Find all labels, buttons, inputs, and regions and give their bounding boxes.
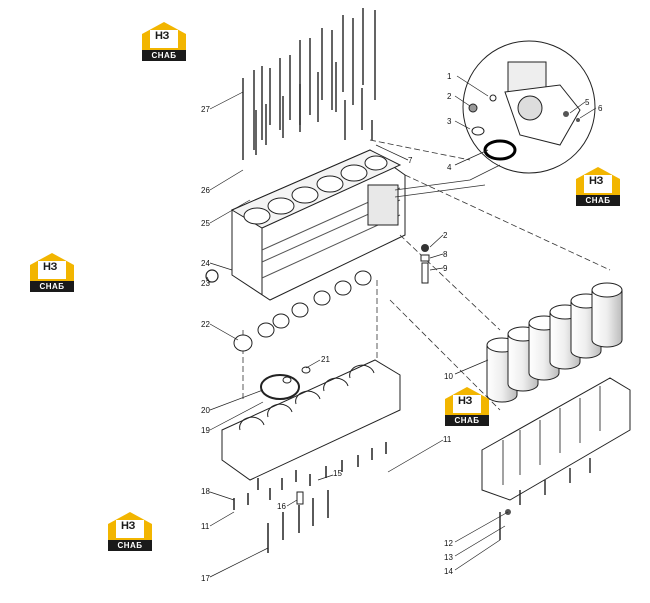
callout-14: 14 bbox=[444, 567, 453, 576]
callout-1: 1 bbox=[447, 72, 452, 81]
assembled-block bbox=[481, 377, 631, 540]
bearing-shells bbox=[233, 270, 372, 352]
watermark-logo: НЗ СНАБ bbox=[576, 167, 620, 207]
callout-26: 26 bbox=[201, 186, 210, 195]
callout-2: 2 bbox=[447, 92, 452, 101]
callout-2b: 2 bbox=[443, 231, 448, 240]
callout-23: 23 bbox=[201, 279, 210, 288]
rear-seal bbox=[205, 269, 219, 283]
callout-27: 27 bbox=[201, 105, 210, 114]
callout-19: 19 bbox=[201, 426, 210, 435]
oil-nozzle bbox=[420, 244, 430, 284]
house-logo-icon bbox=[30, 253, 74, 281]
watermark-logo: НЗ СНАБ bbox=[30, 253, 74, 293]
logo-mark: НЗ bbox=[589, 175, 603, 187]
callout-10: 10 bbox=[444, 372, 453, 381]
watermark-logo: НЗ СНАБ bbox=[445, 387, 489, 427]
callout-18: 18 bbox=[201, 487, 210, 496]
house-logo-icon bbox=[108, 512, 152, 540]
house-logo-icon bbox=[445, 387, 489, 415]
callout-12: 12 bbox=[444, 539, 453, 548]
callout-9: 9 bbox=[443, 264, 448, 273]
callout-16: 16 bbox=[277, 502, 286, 511]
house-logo-icon bbox=[142, 22, 186, 50]
logo-word: СНАБ bbox=[30, 281, 74, 292]
dowel-pin bbox=[296, 491, 304, 505]
head-bolts bbox=[242, 8, 376, 160]
watermark-logo: НЗ СНАБ bbox=[108, 512, 152, 552]
cylinder-liners bbox=[486, 282, 623, 403]
callout-3: 3 bbox=[447, 117, 452, 126]
cylinder-block bbox=[230, 149, 406, 301]
logo-mark: НЗ bbox=[458, 395, 472, 407]
logo-word: СНАБ bbox=[108, 540, 152, 551]
callout-20: 20 bbox=[201, 406, 210, 415]
inset-detail bbox=[462, 40, 596, 174]
crankcase bbox=[221, 359, 401, 481]
callout-22: 22 bbox=[201, 320, 210, 329]
callout-11a: 11 bbox=[443, 435, 452, 444]
callout-17: 17 bbox=[201, 574, 210, 583]
logo-mark: НЗ bbox=[121, 520, 135, 532]
watermark-logo: НЗ СНАБ bbox=[142, 22, 186, 62]
callout-5: 5 bbox=[585, 98, 590, 107]
callout-15: 15 bbox=[333, 469, 342, 478]
callout-4: 4 bbox=[447, 163, 452, 172]
logo-word: СНАБ bbox=[576, 195, 620, 206]
callout-25: 25 bbox=[201, 219, 210, 228]
logo-mark: НЗ bbox=[155, 30, 169, 42]
callout-21: 21 bbox=[321, 355, 330, 364]
callout-24: 24 bbox=[201, 259, 210, 268]
house-logo-icon bbox=[576, 167, 620, 195]
logo-word: СНАБ bbox=[445, 415, 489, 426]
callout-leaders bbox=[206, 75, 597, 578]
callout-7: 7 bbox=[408, 156, 413, 165]
logo-mark: НЗ bbox=[43, 261, 57, 273]
callout-13: 13 bbox=[444, 553, 453, 562]
callout-6: 6 bbox=[598, 104, 603, 113]
callout-11b: 11 bbox=[201, 522, 210, 531]
callout-8: 8 bbox=[443, 250, 448, 259]
callout-labels: 1 2 3 4 5 6 7 8 9 10 11 11 12 13 14 15 1… bbox=[201, 72, 603, 583]
logo-word: СНАБ bbox=[142, 50, 186, 61]
